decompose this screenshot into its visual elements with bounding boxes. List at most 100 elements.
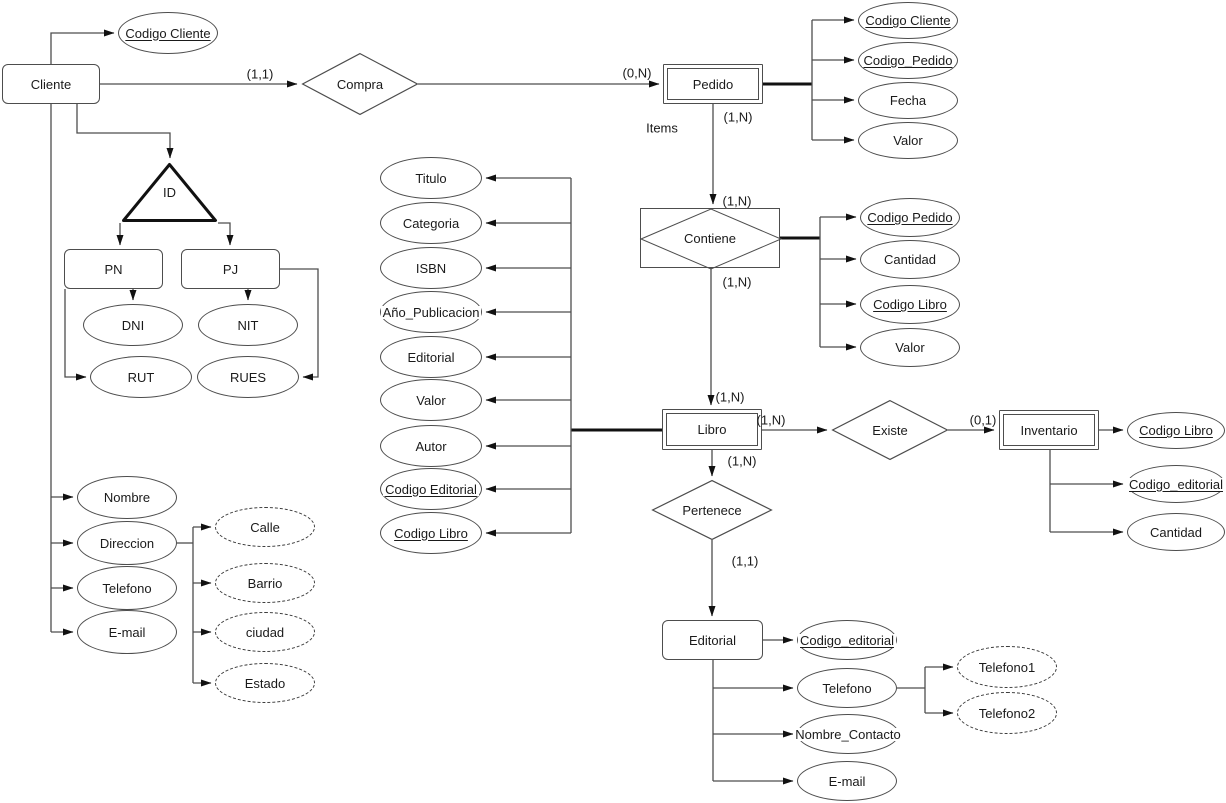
connector-id-to-pj (218, 222, 234, 246)
node-codigo-cliente-attr: Codigo Cliente (118, 12, 218, 54)
cardinality-libro-top: (1,N) (715, 389, 745, 405)
cantidad-contiene-label: Cantidad (881, 252, 939, 267)
node-id-isa: ID (121, 162, 218, 223)
node-calle: Calle (215, 507, 315, 547)
telefono1-label: Telefono1 (976, 659, 1038, 675)
node-direccion: Direccion (77, 521, 177, 565)
node-cliente: Cliente (2, 64, 100, 104)
libro-label: Libro (695, 422, 729, 437)
node-codigo-editorial-ed: Codigo_editorial (797, 620, 897, 660)
codigo-pedido-contiene-label: Codigo Pedido (865, 210, 955, 225)
node-pertenece: Pertenece (651, 479, 773, 541)
node-cantidad-contiene: Cantidad (860, 240, 960, 279)
calle-label: Calle (248, 519, 282, 535)
cliente-label: Cliente (28, 76, 74, 92)
node-codigo-libro-contiene: Codigo Libro (860, 285, 960, 324)
codigo-editorial-inv-label: Codigo_editorial (1127, 476, 1225, 492)
ano-publicacion-label: Año_Publicacion (380, 304, 482, 320)
node-contiene: Contiene (639, 208, 783, 270)
cantidad-inv-label: Cantidad (1147, 524, 1205, 540)
cardinality-existe-inventario: (0,1) (969, 412, 997, 428)
inner-border: Pedido (667, 68, 759, 100)
telefono-cliente-label: Telefono (100, 580, 154, 596)
cardinality-pertenece-editorial: (1,1) (731, 553, 759, 569)
node-categoria: Categoria (380, 202, 482, 244)
items-label: Items (646, 120, 678, 136)
pj-label: PJ (220, 261, 241, 277)
inner-border: Inventario (1003, 414, 1095, 446)
codigo-libro-attr-label: Codigo Libro (392, 525, 470, 541)
barrio-label: Barrio (245, 575, 285, 591)
id-isa-label: ID (163, 185, 176, 200)
diamond-shape (301, 52, 419, 116)
node-nit: NIT (198, 304, 298, 346)
node-nombre: Nombre (77, 476, 177, 519)
rut-label: RUT (125, 369, 157, 385)
ciudad-label: ciudad (243, 624, 287, 640)
node-titulo: Titulo (380, 157, 482, 199)
node-codigo-editorial-libro: Codigo Editorial (380, 468, 482, 510)
email-cliente-label: E-mail (106, 624, 148, 640)
node-nombre-contacto: Nombre_Contacto (793, 714, 903, 754)
connector-pn-to-rut (64, 289, 87, 381)
node-ano-publicacion: Año_Publicacion (380, 291, 482, 333)
node-codigo-libro-inv: Codigo Libro (1127, 412, 1225, 449)
node-email-cliente: E-mail (77, 610, 177, 654)
node-telefono1: Telefono1 (957, 646, 1057, 688)
diamond-shape (651, 479, 773, 541)
triangle-shape (122, 163, 217, 222)
nit-label: NIT (235, 317, 261, 333)
codigo-cliente-pedido-label: Codigo Cliente (863, 13, 953, 28)
node-rues: RUES (197, 356, 299, 398)
node-pj: PJ (181, 249, 280, 289)
cardinality-libro-pertenece: (1,N) (727, 453, 757, 469)
rues-label: RUES (227, 369, 269, 385)
node-dni: DNI (83, 304, 183, 346)
diamond-shape (831, 399, 949, 461)
valor-pedido-label: Valor (891, 133, 925, 148)
pertenece-label: Pertenece (682, 502, 742, 518)
node-pedido: Pedido (663, 64, 763, 104)
node-telefono2: Telefono2 (957, 692, 1057, 734)
codigo-editorial-ed-label: Codigo_editorial (798, 632, 896, 648)
compra-label: Compra (336, 76, 384, 92)
node-existe: Existe (831, 399, 949, 461)
node-codigo-libro-attr: Codigo Libro (380, 512, 482, 554)
node-valor-pedido: Valor (858, 122, 958, 159)
node-estado: Estado (215, 663, 315, 703)
cardinality-compra-pedido: (0,N) (622, 65, 652, 81)
connector-pj-to-rues (280, 268, 319, 381)
valor-libro-label: Valor (414, 392, 448, 408)
node-cantidad-inv: Cantidad (1127, 513, 1225, 551)
codigo-cliente-attr-label: Codigo Cliente (123, 25, 213, 41)
estado-label: Estado (242, 675, 288, 691)
node-inventario: Inventario (999, 410, 1099, 450)
cardinality-contiene-top: (1,N) (722, 193, 752, 209)
inventario-label: Inventario (1018, 422, 1080, 438)
codigo-pedido-label: Codigo_Pedido (861, 53, 955, 68)
node-fecha: Fecha (858, 82, 958, 119)
connector-cliente-to-id-triangle (76, 104, 174, 159)
pedido-label: Pedido (690, 76, 736, 92)
valor-contiene-label: Valor (893, 340, 927, 355)
node-barrio: Barrio (215, 563, 315, 603)
editorial-libro-attr-label: Editorial (405, 349, 457, 365)
email-ed-label: E-mail (826, 773, 868, 789)
node-valor-libro: Valor (380, 379, 482, 421)
node-valor-contiene: Valor (860, 328, 960, 367)
node-telefono-ed: Telefono (797, 668, 897, 708)
categoria-label: Categoria (400, 215, 462, 231)
diamond-boxed-shape (639, 208, 783, 270)
codigo-libro-inv-label: Codigo Libro (1137, 423, 1215, 438)
codigo-libro-contiene-label: Codigo Libro (871, 297, 949, 312)
cardinality-cliente-compra: (1,1) (246, 66, 274, 82)
cardinality-pedido: (1,N) (723, 109, 753, 125)
node-pn: PN (64, 249, 163, 289)
nombre-contacto-label: Nombre_Contacto (793, 726, 903, 742)
pn-label: PN (102, 261, 125, 277)
direccion-label: Direccion (97, 535, 157, 551)
existe-label: Existe (872, 422, 908, 438)
node-ciudad: ciudad (215, 612, 315, 652)
